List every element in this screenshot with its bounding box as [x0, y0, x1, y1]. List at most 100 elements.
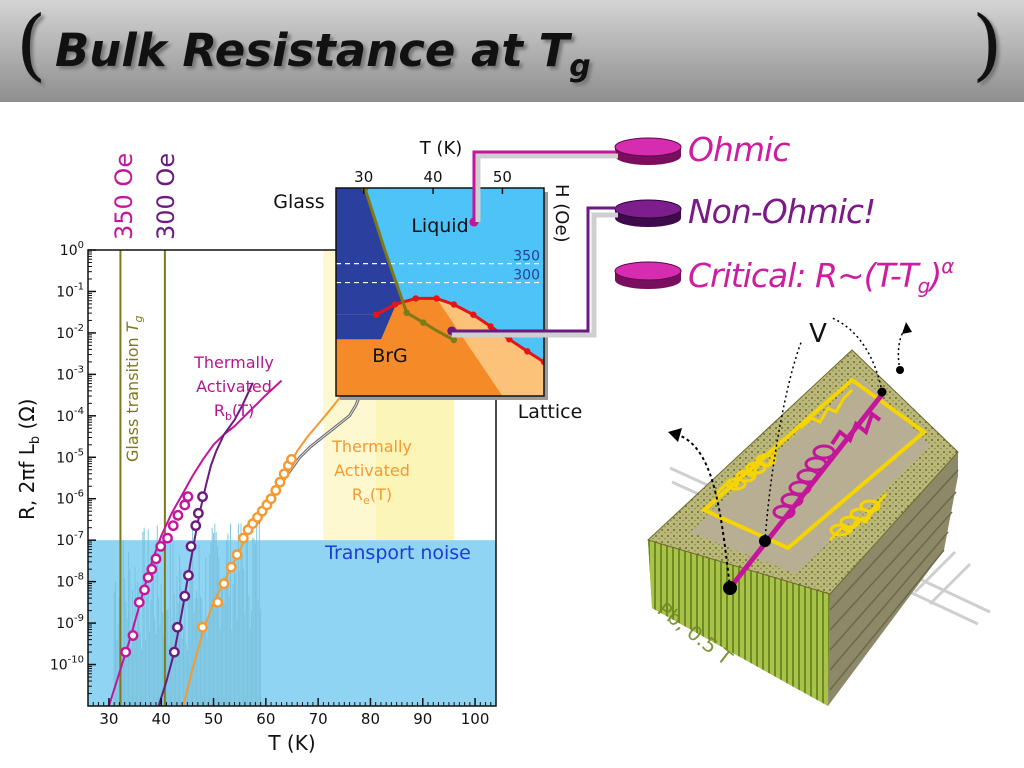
voltage-wire-left: [764, 339, 803, 542]
annotation-rb: Thermally Activated Rb(T): [193, 353, 274, 423]
x-tick-label-5: 80: [361, 710, 380, 728]
legend-non-ohmic: Non-Ohmic!: [614, 190, 1014, 232]
ohmic-connector-shadow: [475, 153, 618, 223]
non-ohmic-connector-shadow: [451, 212, 618, 338]
title-close-paren: ): [972, 0, 1003, 90]
region-liquid-label: Liquid: [411, 215, 468, 237]
current-wire-in: [675, 433, 731, 589]
x-tick-label-2: 50: [204, 710, 223, 728]
data-point-1-4: [185, 541, 197, 552]
inset-x-tick-label-2: 50: [493, 168, 512, 186]
glass-line: [363, 188, 455, 342]
inset-y-tick-label-1: 300: [513, 268, 540, 284]
glass-transition-sub: g: [132, 316, 145, 323]
annotation-re-line1: Thermally: [331, 437, 412, 456]
y-tick-base-8: 10: [56, 575, 74, 591]
data-point-2-2: [218, 578, 230, 590]
y-tick-label-9: 10-9: [56, 613, 84, 632]
y-tick-exp-0: 0: [78, 240, 84, 251]
title-subscript: g: [569, 49, 591, 84]
data-point-0-8: [162, 532, 173, 544]
y-tick-exp-7: -7: [74, 530, 84, 541]
glass-line-point-2: [420, 319, 427, 326]
y-tick-label-5: 10-5: [56, 447, 84, 466]
phase-boundary-point-9: [540, 358, 544, 366]
data-point-0-6: [150, 553, 162, 565]
critical-disc-icon: [614, 261, 682, 289]
device-circuit-outline: [700, 377, 928, 551]
inset-y-axis-label: H (Oe): [551, 184, 572, 243]
x-tick-label-3: 60: [256, 710, 275, 728]
y-tick-label-3: 10-3: [56, 364, 84, 383]
x-tick-label-0: 30: [99, 710, 118, 728]
y-tick-label-2: 10-2: [56, 323, 84, 342]
ohmic-disc-icon: [614, 137, 682, 165]
y-tick-exp-8: -8: [74, 572, 84, 583]
inset-title: T (K): [419, 138, 463, 159]
y-tick-base-3: 10: [56, 367, 74, 383]
legend-connectors: [451, 150, 618, 338]
y-tick-exp-2: -2: [74, 323, 84, 334]
y-tick-base-9: 10: [56, 616, 74, 632]
glass-line-point-3: [450, 336, 458, 344]
phase-boundary-point-7: [506, 336, 513, 343]
y-tick-label-8: 10-8: [56, 572, 84, 591]
current-wire-out: [897, 327, 907, 371]
voltage-label: V: [809, 319, 827, 349]
phase-boundary-point-0: [373, 311, 380, 318]
device-inductor-left: [725, 453, 777, 491]
fit-curve-0: [107, 379, 283, 706]
critical-sub: g: [917, 274, 931, 298]
device-center-resistor: [830, 410, 882, 446]
data-point-0-3: [139, 584, 150, 596]
device-front-stripes: [648, 540, 830, 706]
data-point-0-2: [133, 596, 145, 608]
x-tick-label-1: 40: [152, 710, 171, 728]
phase-boundary-point-2: [412, 295, 419, 302]
data-point-0-10: [172, 509, 184, 521]
phase-boundary-point-1: [391, 301, 399, 308]
legend-critical: Critical: R~(T-Tg)α: [614, 252, 1014, 298]
data-point-1-7: [197, 491, 208, 503]
glass-region: [336, 188, 407, 315]
critical-main: Critical: R~(T-T: [688, 256, 919, 295]
y-tick-label-6: 10-6: [56, 489, 84, 508]
main-y-axis-label: R, 2πf Lb (Ω): [15, 399, 43, 520]
y-tick-label-0: 100: [60, 240, 84, 259]
data-point-0-1: [127, 630, 139, 641]
device-resistor-top: [799, 388, 854, 430]
data-point-1-3: [183, 570, 194, 581]
y-label-unit: (Ω): [15, 399, 39, 436]
data-point-2-13: [274, 476, 286, 488]
legend-ohmic-label: Ohmic: [688, 130, 790, 169]
inset-x-tick-label-0: 30: [354, 168, 373, 186]
phase-boundary-point-4: [450, 301, 458, 308]
y-tick-label-4: 10-4: [56, 406, 84, 425]
annotation-rb-line2: Activated: [196, 377, 272, 396]
data-point-0-7: [155, 541, 167, 552]
x-tick-label-6: 90: [413, 710, 432, 728]
annotation-re-sub: e: [363, 494, 370, 507]
y-tick-base-5: 10: [56, 450, 74, 466]
y-tick-exp-10: -10: [68, 655, 84, 666]
vline-300-label: 300 Oe: [152, 153, 180, 240]
glass-transition-text: Glass transition: [123, 332, 142, 462]
y-tick-base-1: 10: [56, 284, 74, 300]
y-tick-exp-3: -3: [74, 364, 84, 375]
y-label-main: R, 2πf L: [15, 443, 39, 520]
annotation-rb-line1: Thermally: [193, 353, 274, 372]
y-tick-exp-9: -9: [74, 613, 84, 624]
device-top-inner: [690, 378, 930, 574]
phase-boundary-point-5: [470, 311, 477, 318]
y-tick-base-4: 10: [56, 409, 74, 425]
current-in-arrow-icon: [668, 428, 682, 442]
inset-x-tick-label-1: 40: [424, 168, 443, 186]
annotation-re-end: (T): [370, 485, 392, 504]
glass-line-point-0: [361, 188, 369, 192]
inset-frame: [335, 187, 545, 397]
glass-transition-label: Glass transition Tg: [123, 316, 145, 463]
annotation-rb-sub: b: [225, 410, 232, 423]
ohmic-connector: [472, 150, 616, 223]
data-point-2-11: [265, 493, 277, 505]
